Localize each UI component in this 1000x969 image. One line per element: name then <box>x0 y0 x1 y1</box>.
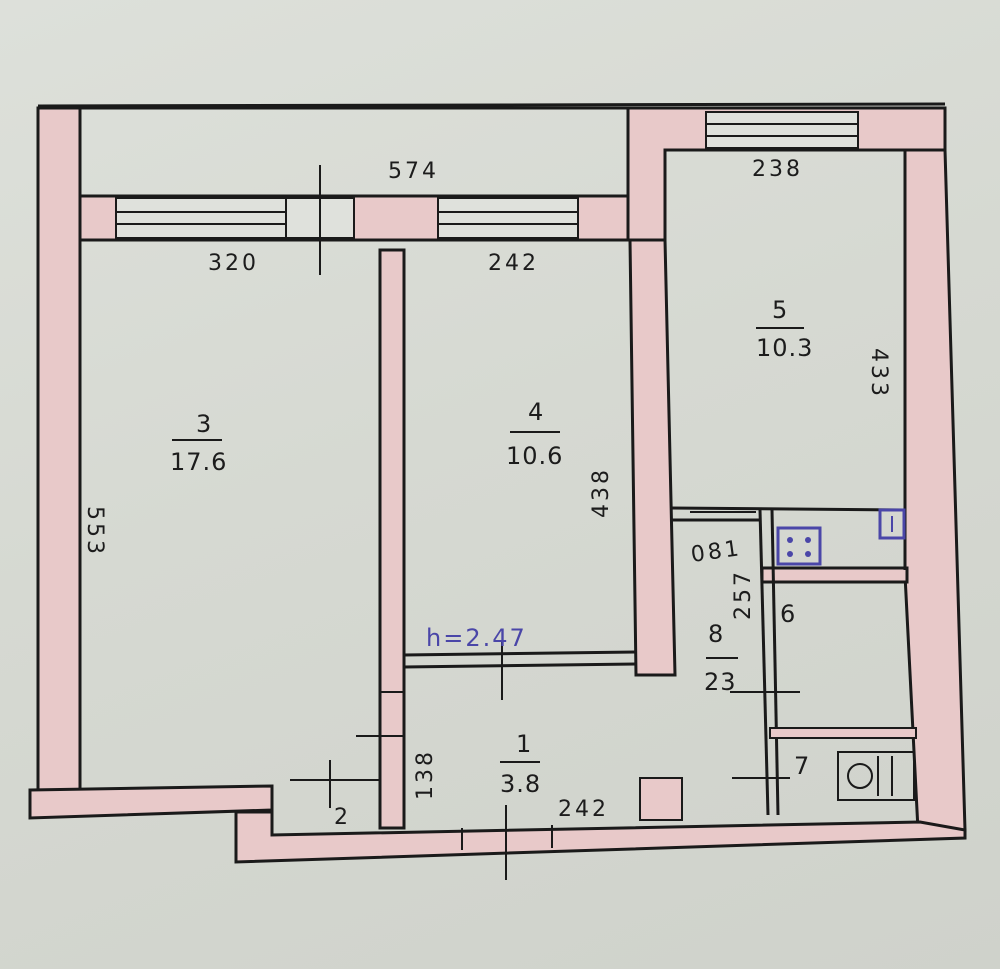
balcony <box>37 102 946 198</box>
window-room5 <box>705 111 859 149</box>
room4-number: 4 <box>528 398 544 426</box>
room1-number: 1 <box>516 730 532 758</box>
dim-room3-length: 553 <box>82 506 107 557</box>
sink-icon <box>878 508 906 540</box>
dim-hall-height: 138 <box>413 749 438 800</box>
dim-hall-small: 2 <box>334 805 351 830</box>
fixtures <box>639 508 915 821</box>
wall-6-7 <box>769 727 917 739</box>
window-room3 <box>115 197 287 239</box>
wall-kitchen-bath <box>760 566 909 584</box>
stove-icon <box>776 526 822 566</box>
room4-area: 10.6 <box>506 442 563 470</box>
dim-room5-length: 433 <box>866 348 891 399</box>
shaft-block <box>639 777 683 821</box>
room8-number: 8 <box>708 620 724 648</box>
dim-room4-length: 438 <box>589 467 614 518</box>
dim-balcony: 574 <box>388 159 439 184</box>
room5-number: 5 <box>772 296 788 324</box>
dimension-labels: 574 320 242 238 553 438 433 242 138 2 08… <box>82 157 891 830</box>
windows <box>115 111 859 239</box>
left-wall <box>36 106 82 792</box>
balcony-outline <box>78 106 630 198</box>
room1-area: 3.8 <box>500 770 541 798</box>
ceiling-height: h=2.47 <box>426 624 527 652</box>
room7-number: 7 <box>794 752 810 780</box>
interior-walls <box>78 148 917 830</box>
dim-room4-width: 242 <box>488 251 539 276</box>
dim-corridor-width: 081 <box>689 536 743 568</box>
bottom-wall-left <box>28 784 274 820</box>
toilet-icon <box>837 751 915 801</box>
room5-area: 10.3 <box>756 334 813 362</box>
wall-3-4 <box>378 248 406 830</box>
room8-area: 23 <box>704 668 737 696</box>
window-room4 <box>437 197 579 239</box>
dim-corridor-length: 257 <box>731 569 756 620</box>
dim-room5-width: 238 <box>752 157 803 182</box>
dimension-lines <box>290 165 800 880</box>
room3-number: 3 <box>196 410 212 438</box>
bottom-wall <box>234 810 967 864</box>
room6-number: 6 <box>780 600 796 628</box>
dim-hall-width: 242 <box>558 797 609 822</box>
room3-area: 17.6 <box>170 448 227 476</box>
room-labels: 3 17.6 4 10.6 5 10.3 1 3.8 8 23 6 7 <box>170 296 813 798</box>
dim-room3-width: 320 <box>208 251 259 276</box>
wall-4-5 <box>628 238 677 677</box>
